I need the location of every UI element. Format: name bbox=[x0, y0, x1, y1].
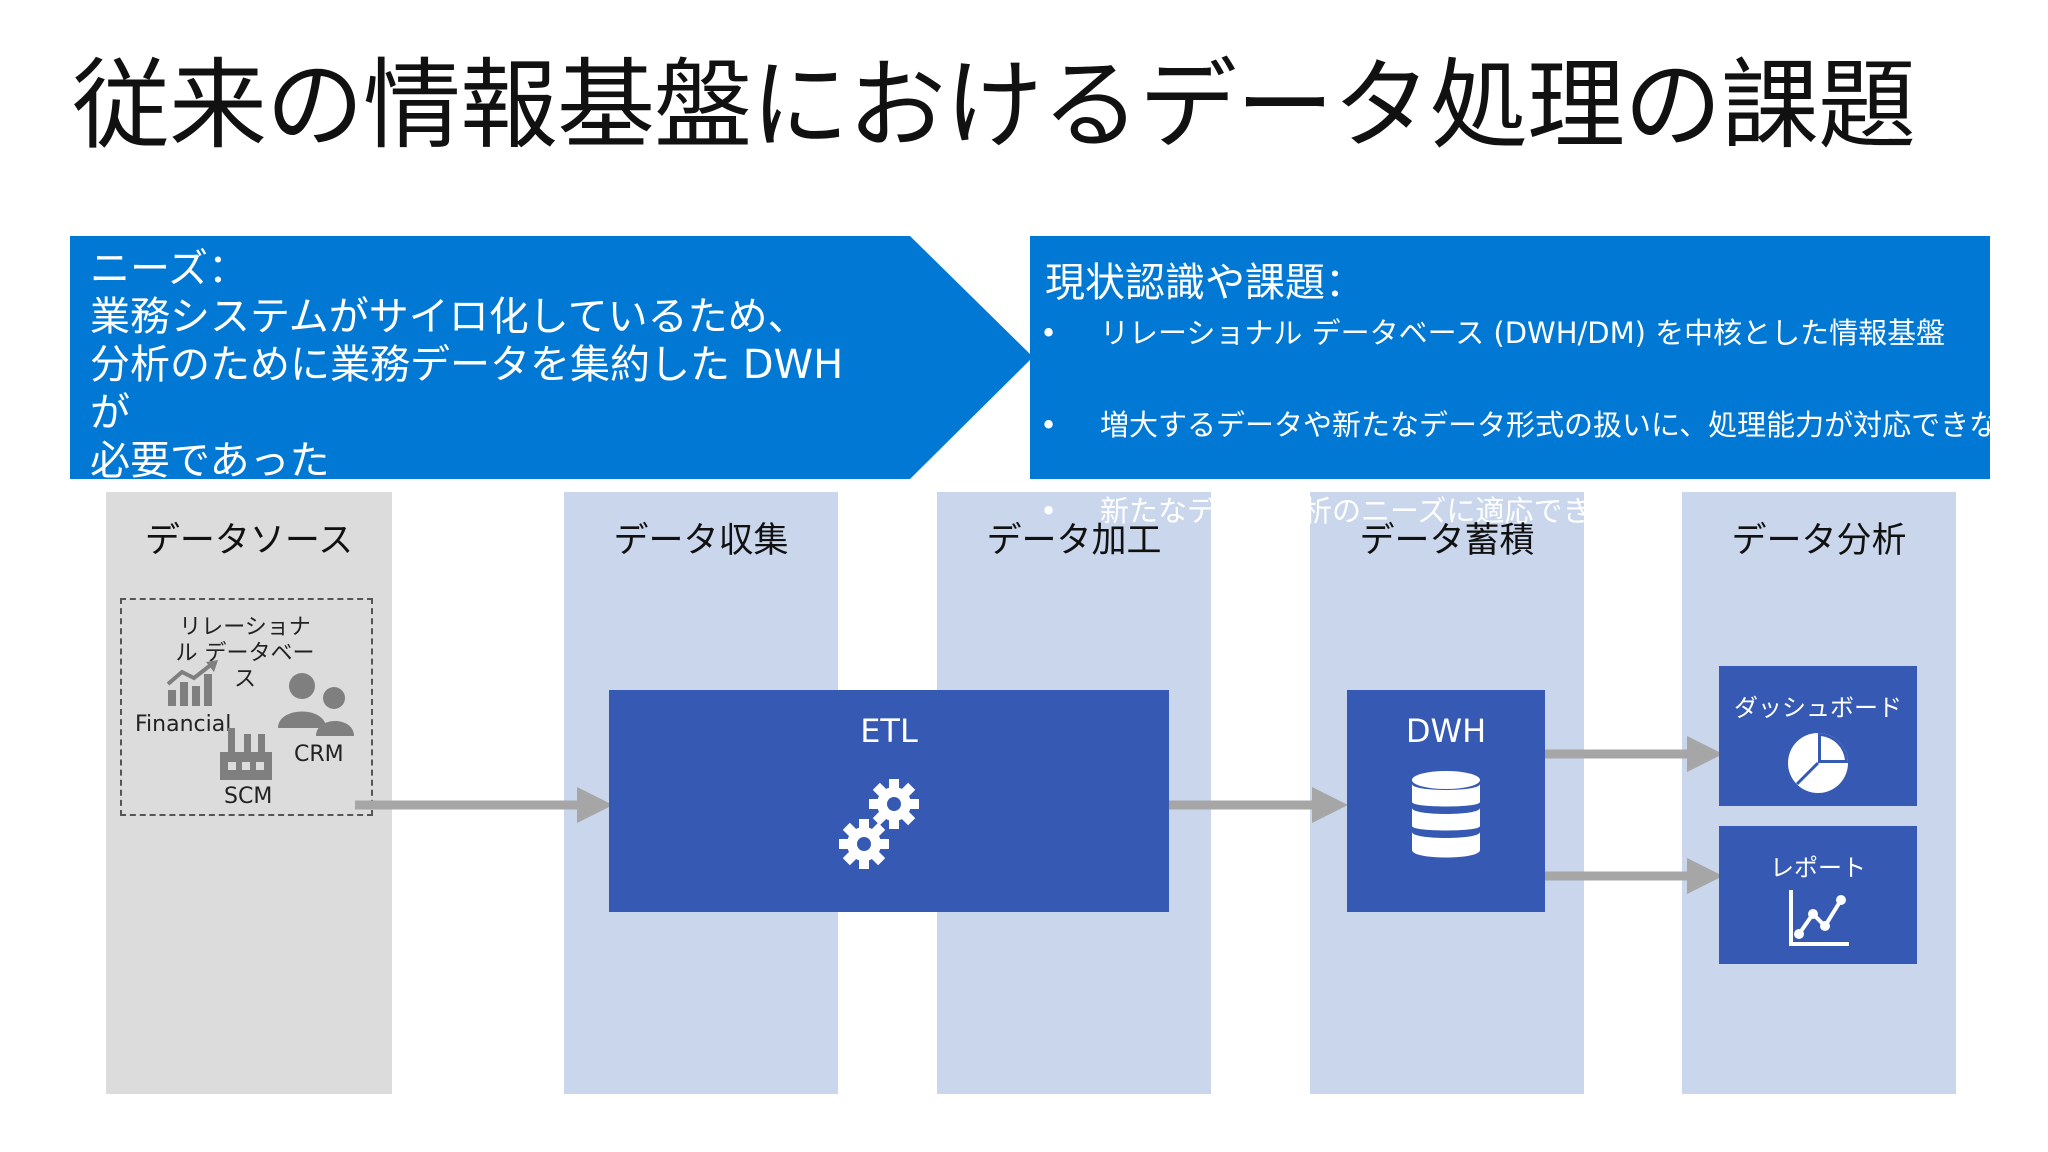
report-box bbox=[1719, 826, 1917, 964]
people-icon bbox=[278, 673, 354, 736]
column-label: データソース bbox=[144, 521, 354, 561]
needs-line: ニーズ： bbox=[90, 246, 248, 292]
needs-line: 業務システムがサイロ化しているため、 bbox=[90, 294, 808, 340]
gears-icon bbox=[839, 779, 919, 869]
issue-text: 新たなデータ分析のニーズに適応できない bbox=[1100, 494, 1650, 528]
issues-banner bbox=[1030, 236, 1990, 479]
report-label: レポート bbox=[1770, 854, 1866, 882]
bullet-symbol: • bbox=[1040, 316, 1058, 350]
issue-text: リレーショナル データベース (DWH/DM) を中核とした情報基盤 bbox=[1100, 316, 1946, 350]
needs-banner bbox=[70, 236, 1033, 479]
issues-heading: 現状認識や課題： bbox=[1045, 260, 1365, 306]
column-label: データ蓄積 bbox=[1359, 521, 1535, 561]
needs-line: 必要であった bbox=[90, 438, 330, 484]
column-data-source bbox=[106, 492, 392, 1094]
page-title: 従来の情報基盤におけるデータ処理の課題 bbox=[72, 49, 1916, 163]
scm-label: SCM bbox=[224, 784, 273, 809]
bullet-symbol: • bbox=[1040, 494, 1058, 528]
dashboard-label: ダッシュボード bbox=[1734, 694, 1902, 722]
pie-chart-icon bbox=[1788, 733, 1848, 793]
etl-label: ETL bbox=[860, 712, 918, 750]
crm-label: CRM bbox=[294, 742, 344, 767]
column-label: データ加工 bbox=[986, 521, 1162, 561]
relational-db-group bbox=[120, 598, 373, 816]
line-chart-icon bbox=[1789, 890, 1849, 946]
database-icon bbox=[1412, 771, 1480, 858]
bullet-symbol: • bbox=[1040, 408, 1058, 442]
column-label: データ分析 bbox=[1731, 521, 1907, 561]
factory-icon bbox=[220, 728, 272, 780]
relational-db-label: リレーショナル データベース bbox=[175, 615, 315, 692]
needs-line: が bbox=[90, 390, 130, 436]
needs-line: 分析のために業務データを集約した DWH bbox=[90, 342, 844, 388]
financial-chart-icon bbox=[166, 660, 218, 706]
needs-text: ニーズ： 業務システムがサイロ化しているため、 分析のために業務データを集約した… bbox=[90, 245, 950, 485]
dwh-label: DWH bbox=[1405, 712, 1487, 750]
financial-label: Financial bbox=[135, 712, 232, 737]
column-label: データ収集 bbox=[613, 521, 789, 561]
issue-text: 増大するデータや新たなデータ形式の扱いに、処理能力が対応できない bbox=[1100, 408, 2028, 442]
